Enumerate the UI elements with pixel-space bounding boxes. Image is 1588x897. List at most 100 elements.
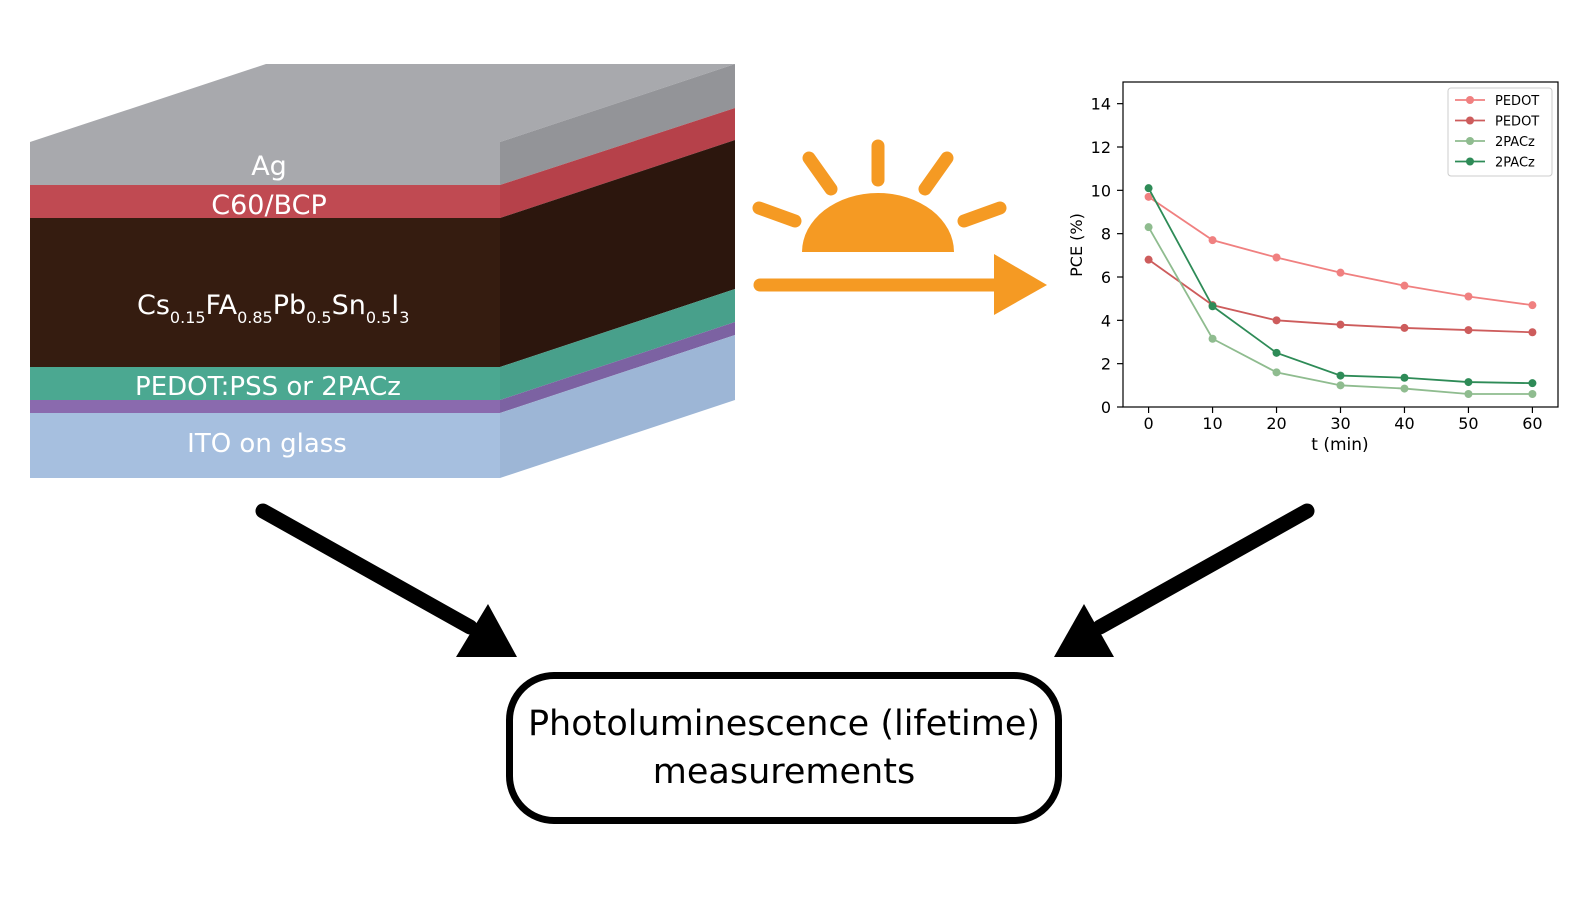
legend-frame	[1447, 87, 1553, 177]
legend-item: 2PACz	[1455, 135, 1535, 150]
data-point	[1400, 373, 1409, 382]
legend-item: 2PACz	[1455, 156, 1535, 171]
data-point	[1336, 268, 1345, 277]
data-point	[1400, 281, 1409, 290]
side-face-absorber	[500, 140, 735, 367]
layer-label-ag: Ag	[251, 151, 287, 182]
data-point	[1272, 253, 1281, 262]
legend-marker	[1466, 96, 1474, 104]
series-3	[1144, 184, 1537, 388]
chart-legend: PEDOT PEDOT 2PACz 2PACz	[1447, 87, 1553, 177]
data-point	[1336, 320, 1345, 329]
layer-htl	[30, 367, 500, 400]
arrow-head	[456, 604, 517, 657]
legend-label: 2PACz	[1495, 156, 1535, 171]
sun-disc	[802, 193, 954, 252]
data-point	[1208, 334, 1217, 343]
data-point	[1144, 255, 1153, 264]
arrow-shaft	[255, 503, 478, 635]
data-point	[1144, 223, 1153, 232]
series-line	[1147, 226, 1533, 395]
chart-series	[1144, 184, 1537, 398]
data-point	[1528, 301, 1537, 310]
y-tick-label: 6	[1101, 268, 1111, 287]
layer-ito	[30, 413, 500, 478]
side-face-htl	[500, 289, 735, 400]
formula-fa: FA	[206, 290, 238, 321]
x-tick-label: 50	[1458, 414, 1478, 433]
data-point	[1208, 236, 1217, 245]
formula-sn-sub: 0.5	[366, 308, 391, 327]
y-tick-label: 14	[1091, 95, 1111, 114]
x-tick-label: 40	[1394, 414, 1414, 433]
legend-label: PEDOT	[1495, 94, 1539, 109]
formula-cs: Cs	[137, 290, 170, 321]
sun-ray	[802, 151, 838, 196]
sun-ray	[752, 201, 802, 228]
data-point	[1464, 292, 1473, 301]
light-arrow-head	[994, 254, 1047, 315]
data-point	[1464, 326, 1473, 335]
data-point	[1208, 302, 1217, 311]
arrow-head	[1054, 604, 1114, 657]
series-2	[1144, 223, 1537, 398]
data-point	[1528, 390, 1537, 398]
data-point	[1272, 316, 1281, 325]
device-stack: Ag C60/BCP Cs0.15FA0.85Pb0.5Sn0.5I3 PEDO…	[30, 64, 735, 478]
data-point	[1272, 348, 1281, 357]
series-line	[1147, 187, 1533, 385]
pl-measurement-box: Photoluminescence (lifetime) measurement…	[506, 672, 1062, 824]
legend-marker	[1466, 116, 1474, 125]
sun-icon	[752, 139, 1007, 252]
data-point	[1528, 328, 1537, 337]
formula-i: I	[391, 290, 399, 321]
y-tick-label: 12	[1091, 138, 1111, 157]
layer-label-htl: PEDOT:PSS or 2PACz	[135, 372, 401, 402]
legend-label: 2PACz	[1495, 135, 1535, 150]
x-tick-label: 10	[1202, 414, 1222, 433]
x-tick-label: 20	[1266, 414, 1286, 433]
arrow-device-to-pl	[255, 503, 517, 657]
data-point	[1144, 192, 1153, 201]
formula-cs-sub: 0.15	[170, 308, 206, 327]
layer-c60-bcp	[30, 185, 500, 218]
data-point	[1464, 390, 1473, 398]
formula-sn: Sn	[332, 290, 366, 321]
data-point	[1144, 184, 1153, 193]
side-face-thin	[500, 322, 735, 413]
side-face-c60	[500, 108, 735, 218]
arrow-shaft	[1092, 503, 1315, 635]
data-point	[1336, 371, 1345, 380]
series-line	[1148, 196, 1533, 307]
sun-ray	[918, 151, 954, 196]
sun-ray	[957, 201, 1007, 228]
data-point	[1400, 323, 1409, 332]
legend-item: PEDOT	[1455, 94, 1539, 109]
x-axis-label: t (min)	[1311, 435, 1368, 455]
data-point	[1336, 381, 1345, 390]
data-point	[1272, 368, 1281, 377]
legend-marker	[1466, 157, 1474, 166]
legend-marker	[1466, 137, 1474, 145]
y-tick-label: 8	[1101, 225, 1111, 244]
y-axis-label: PCE (%)	[1067, 213, 1086, 277]
y-tick-label: 2	[1101, 355, 1111, 374]
legend-items: PEDOT PEDOT 2PACz 2PACz	[1455, 94, 1539, 171]
legend-label: PEDOT	[1495, 115, 1539, 130]
data-point	[1400, 384, 1409, 393]
x-tick-label: 60	[1522, 414, 1542, 433]
data-point	[1528, 379, 1537, 388]
formula-fa-sub: 0.85	[237, 308, 273, 327]
legend-item: PEDOT	[1455, 115, 1539, 130]
layer-absorber	[30, 218, 500, 367]
layer-label-c60-bcp: C60/BCP	[211, 190, 327, 221]
y-tick-label: 10	[1091, 181, 1111, 200]
formula-pb: Pb	[273, 290, 306, 321]
layer-label-ito: ITO on glass	[187, 429, 347, 459]
series-0	[1144, 192, 1537, 310]
pl-measurement-line2: measurements	[652, 752, 916, 792]
layer-thin	[30, 400, 500, 413]
